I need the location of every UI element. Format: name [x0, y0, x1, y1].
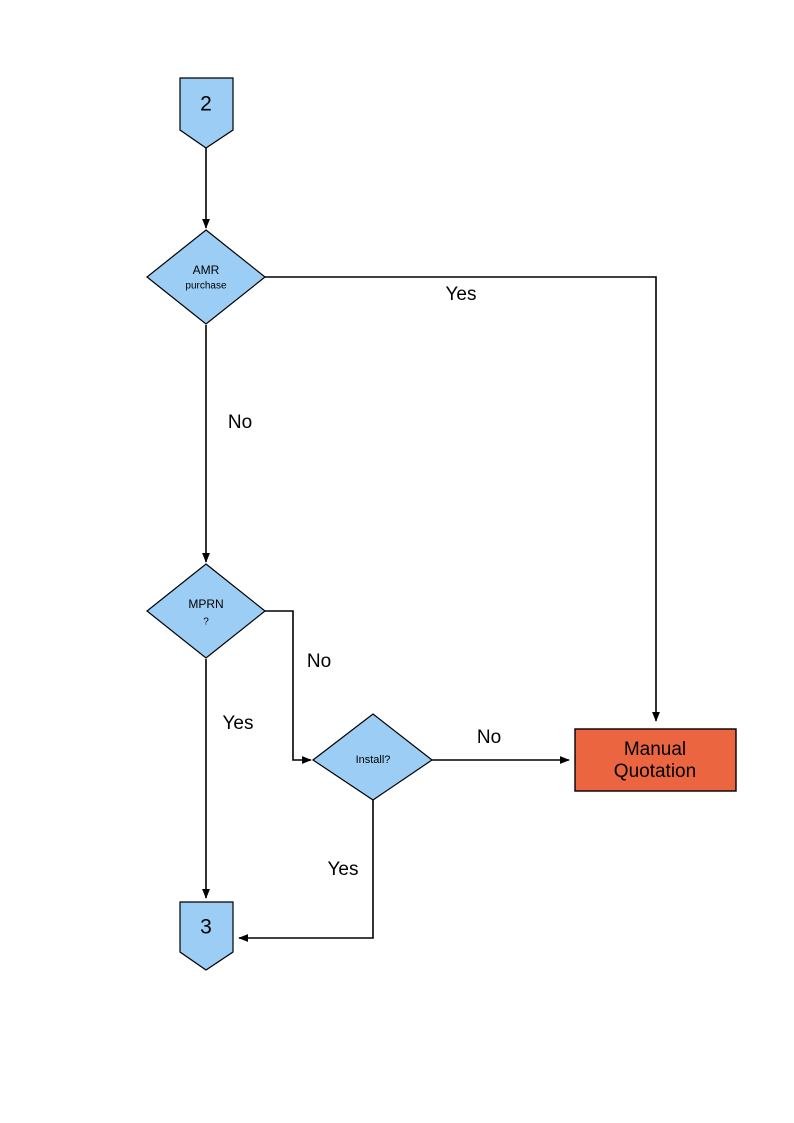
edge-label-amr-yes: Yes — [446, 284, 477, 305]
node-connector-in-label: 2 — [200, 93, 212, 116]
node-decision-mprn-shape[interactable] — [146, 563, 266, 659]
node-decision-mprn-label-line2: ? — [203, 617, 209, 628]
node-decision-amr-label-line1: AMR — [193, 263, 220, 277]
node-decision-amr-label-line2: purchase — [185, 281, 227, 292]
edge-amr-yes-to-manual-quotation — [265, 276, 660, 722]
edge-label-install-no: No — [477, 727, 501, 748]
node-connector-out-shape[interactable] — [179, 901, 234, 971]
node-decision-install-shape[interactable] — [311, 713, 434, 801]
node-decision-amr-shape[interactable] — [146, 229, 266, 325]
node-manual-quotation-label-line2: Quotation — [614, 761, 696, 782]
edge-label-mprn-yes: Yes — [223, 713, 254, 734]
node-manual-quotation-label-line1: Manual — [624, 739, 686, 760]
node-connector-in-shape[interactable] — [179, 77, 234, 149]
edge-label-mprn-no: No — [307, 651, 331, 672]
node-decision-mprn-label-line1: MPRN — [188, 597, 223, 611]
edge-mprn-no-to-install — [265, 610, 312, 764]
node-connector-out-label: 3 — [200, 916, 212, 939]
edge-install-yes-to-connector3 — [238, 800, 374, 942]
edge-label-amr-no: No — [228, 412, 252, 433]
edge-label-install-yes: Yes — [328, 859, 359, 880]
node-decision-install-label: Install? — [356, 754, 391, 766]
node-manual-quotation-shape[interactable] — [574, 728, 737, 792]
